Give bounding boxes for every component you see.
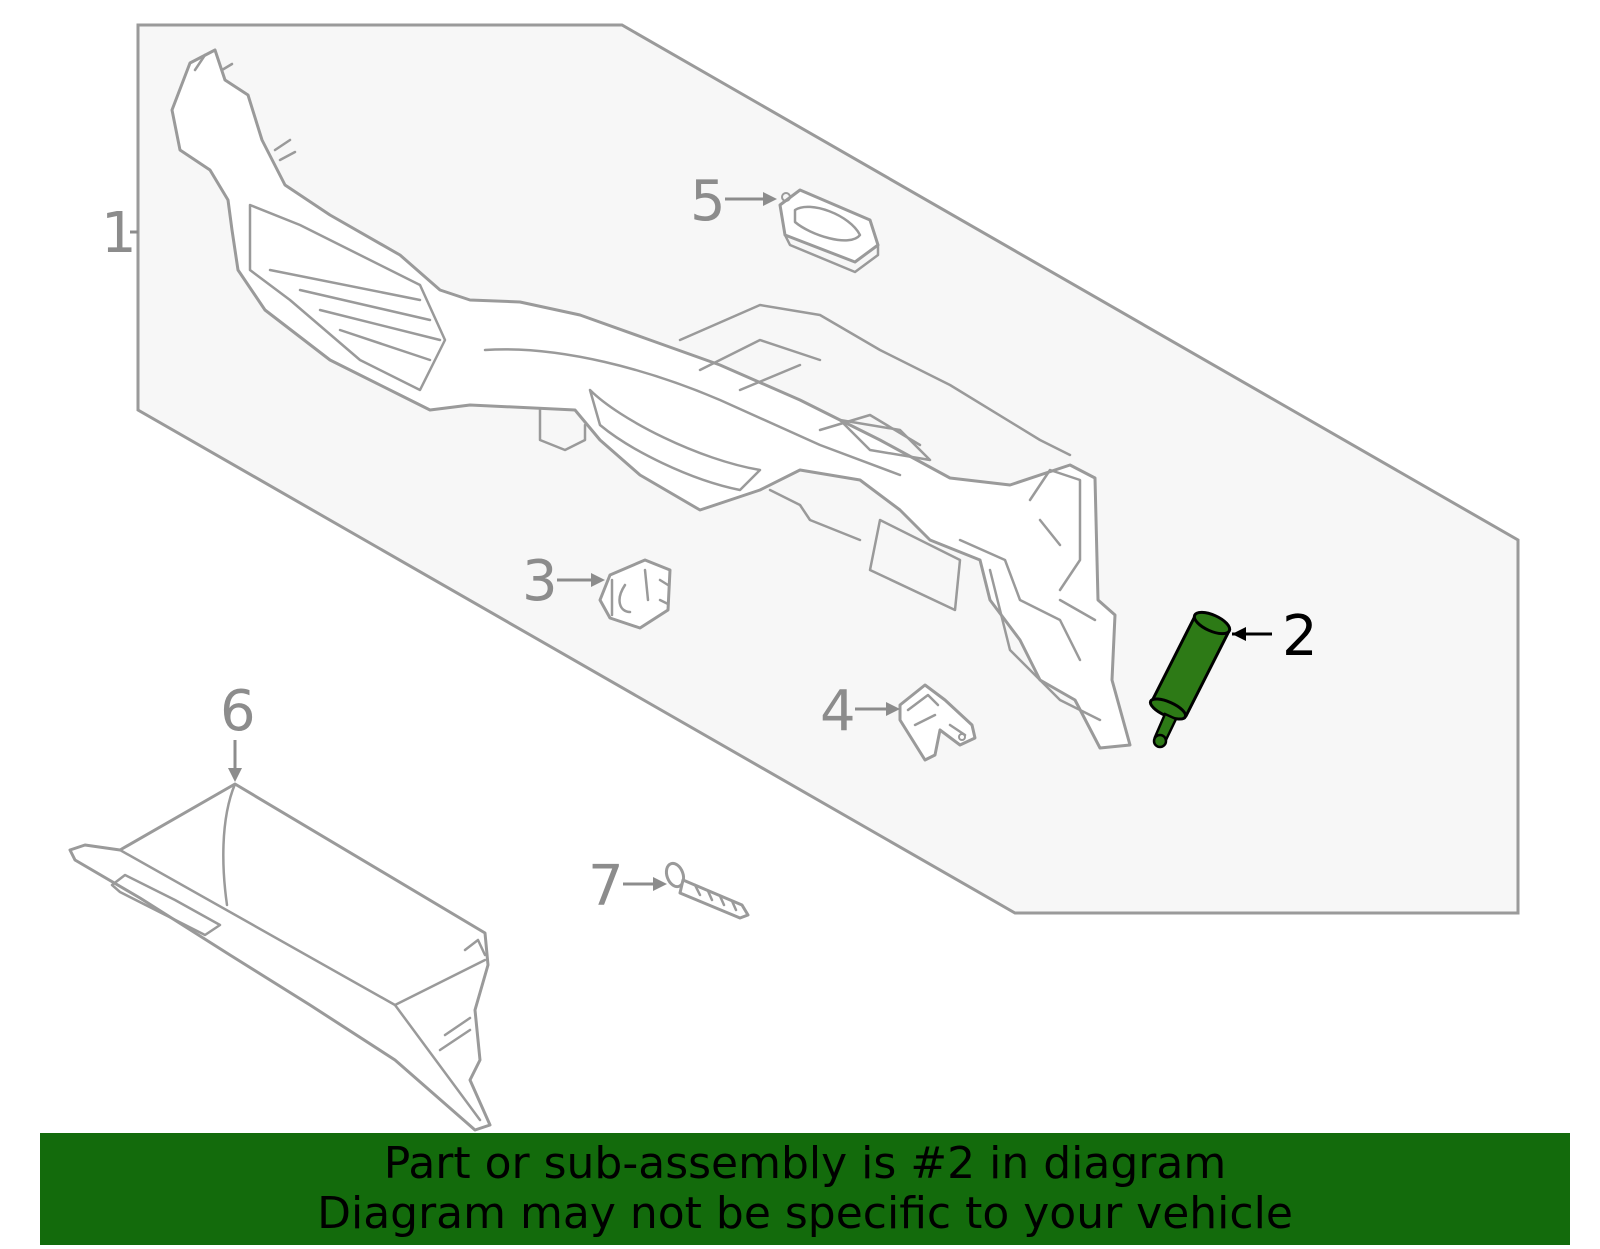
callout-5-label[interactable]: 5 <box>690 169 726 234</box>
callout-4-label[interactable]: 4 <box>820 679 856 744</box>
part-5-lamp-bezel[interactable] <box>778 188 880 274</box>
part-7-screw[interactable] <box>663 861 750 920</box>
callout-2-label[interactable]: 2 <box>1282 604 1318 669</box>
callout-1-label[interactable]: 1 <box>101 201 137 266</box>
banner-disclaimer: Diagram may not be specific to your vehi… <box>317 1188 1293 1239</box>
banner-part-note: Part or sub-assembly is #2 in diagram <box>383 1138 1227 1189</box>
part-1-glove-box-housing[interactable] <box>170 48 1132 750</box>
callout-6-label[interactable]: 6 <box>220 679 256 744</box>
callout-7-arrow <box>623 877 667 891</box>
callout-3-label[interactable]: 3 <box>522 549 558 614</box>
damper-tip <box>1152 733 1168 749</box>
part-4-hinge[interactable] <box>898 683 977 762</box>
part-2-glove-box-damper[interactable] <box>1148 608 1233 749</box>
callout-6-arrow <box>228 740 242 782</box>
callout-4-arrow <box>855 702 900 716</box>
callout-5-arrow <box>725 192 777 206</box>
info-banner: Part or sub-assembly is #2 in diagram Di… <box>40 1133 1570 1245</box>
callout-7-label[interactable]: 7 <box>588 854 624 919</box>
part-6-glove-box-bin[interactable] <box>68 782 492 1132</box>
callout-2-arrow <box>1232 627 1272 641</box>
part-3-latch-bracket[interactable] <box>598 558 672 630</box>
callout-3-arrow <box>557 573 605 587</box>
damper-cap <box>1192 610 1232 636</box>
